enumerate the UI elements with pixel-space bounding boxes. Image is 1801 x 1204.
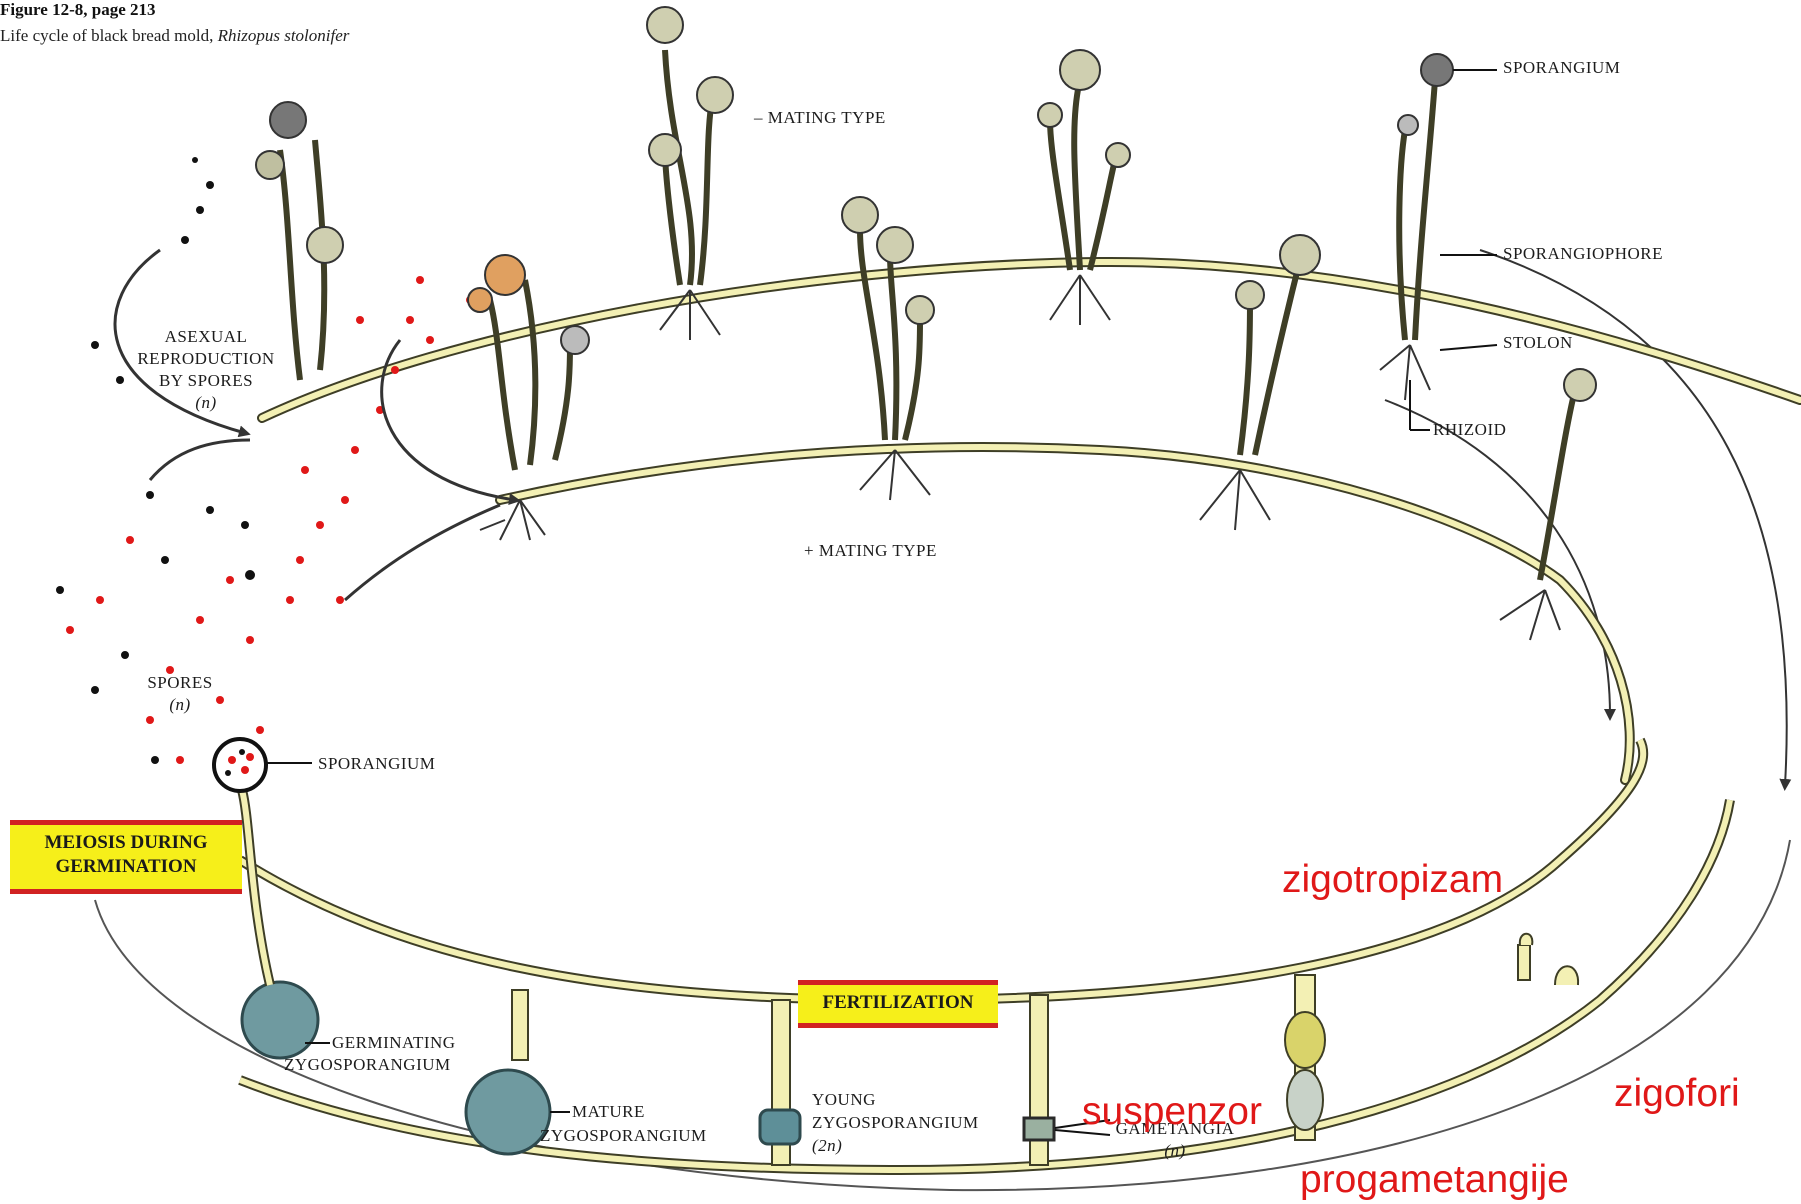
plus-mating-type-label: + MATING TYPE <box>804 541 937 561</box>
gametangia-pair <box>1024 1118 1054 1140</box>
mature-zygosporangium <box>466 1070 550 1154</box>
rhizoid-label: RHIZOID <box>1433 420 1506 440</box>
caption-species: Rhizopus stolonifer <box>218 26 350 45</box>
asexual-arrow-4 <box>345 505 500 600</box>
bottom-sporangium <box>214 739 266 791</box>
sporangium-label-bottom: SPORANGIUM <box>318 754 435 774</box>
zigofori-annotation: zigofori <box>1614 1074 1740 1113</box>
cycle-return-arrow-outer <box>1480 250 1787 785</box>
spores-label: SPORES (n) <box>120 672 240 716</box>
figure-reference: Figure 12-8, page 213 <box>0 0 156 20</box>
zigotropizam-annotation: zigotropizam <box>1282 860 1503 899</box>
minus-mating-type-label: – MATING TYPE <box>754 108 886 128</box>
asexual-reproduction-label: ASEXUAL REPRODUCTION BY SPORES (n) <box>108 326 304 414</box>
cycle-return-arrow-inner <box>1385 400 1610 715</box>
caption-text: Life cycle of black bread mold, <box>0 26 218 45</box>
sporangiophore-label: SPORANGIOPHORE <box>1503 244 1663 264</box>
young-zygosporangium <box>760 1110 800 1144</box>
zygotropism-bud <box>1520 934 1533 945</box>
sporangia <box>256 7 1596 401</box>
lower-stolon <box>500 447 1630 780</box>
mature-zygosporangium-label: MATURE ZYGOSPORANGIUM <box>540 1100 707 1148</box>
figure-caption: Life cycle of black bread mold, Rhizopus… <box>0 26 349 46</box>
spore-cloud <box>56 157 474 764</box>
progametangije-annotation: progametangije <box>1300 1160 1569 1199</box>
germinating-zygosporangium-label: GERMINATING ZYGOSPORANGIUM <box>284 1032 456 1076</box>
asexual-arrow-2 <box>150 440 250 480</box>
suspenzor-annotation: suspenzor <box>1082 1092 1262 1131</box>
sporangium-label-top: SPORANGIUM <box>1503 58 1620 78</box>
rhizoids <box>480 275 1560 640</box>
progametangia-bulge <box>1285 1012 1325 1068</box>
zygophore-bud <box>1555 966 1578 985</box>
fertilization-box: FERTILIZATION <box>798 980 998 1028</box>
stolon-label: STOLON <box>1503 333 1573 353</box>
meiosis-during-germination-box: MEIOSIS DURING GERMINATION <box>10 820 242 894</box>
young-zygosporangium-label: YOUNG ZYGOSPORANGIUM (2n) <box>812 1088 979 1157</box>
